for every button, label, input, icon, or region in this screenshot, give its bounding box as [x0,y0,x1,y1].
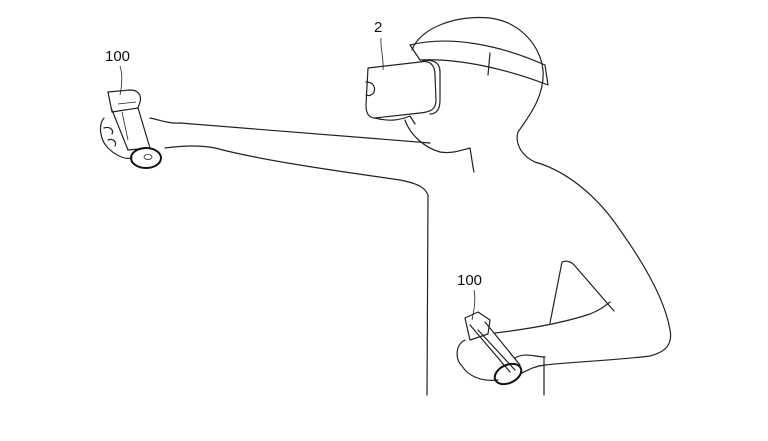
label-controller-left: 100 [105,48,131,65]
leader-line-hmd [380,37,384,71]
controller-right-drawing [456,311,523,386]
label-hmd: 2 [374,19,383,36]
leader-line-controller-left [119,65,123,96]
hmd-strap [409,40,549,86]
arm-top-outline [149,117,431,144]
controller-left-drawing [99,89,162,169]
hmd-device [365,59,441,125]
label-controller-right: 100 [457,272,483,289]
arm-bottom-outline [164,145,429,196]
torso-front [426,194,429,396]
head-outline [411,16,544,163]
lower-arm-bottom [514,354,546,359]
face-outline [404,119,475,173]
inner-arm-line [549,260,615,324]
back-outline [521,161,672,374]
lower-arm-top [494,301,611,334]
leader-line-controller-right [471,289,476,321]
